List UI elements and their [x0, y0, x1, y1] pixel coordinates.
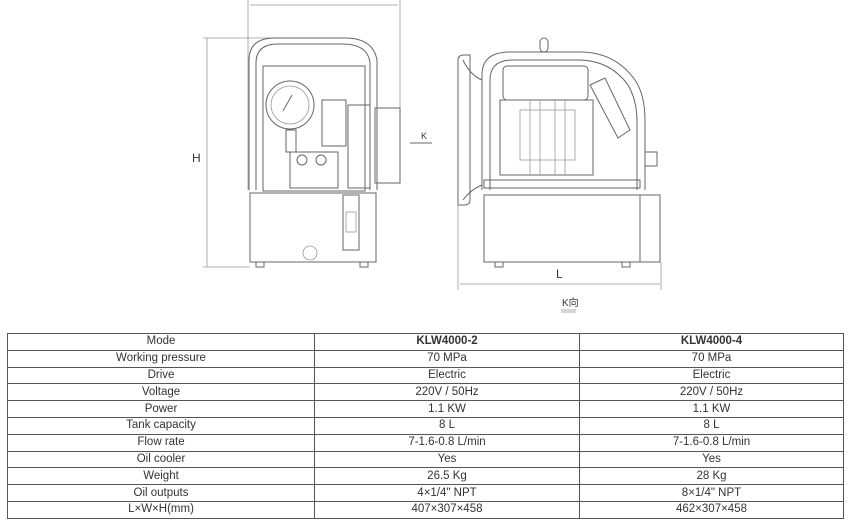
spec-value-cell: 8 L [579, 416, 844, 435]
spec-label-cell: Voltage [7, 383, 315, 402]
header-cell: KLW4000-4 [579, 333, 844, 351]
spec-label-cell: Power [7, 400, 315, 418]
view-caption: K向 [562, 296, 579, 309]
spec-value-cell: 462×307×458 [579, 500, 844, 519]
spec-value-cell: 220V / 50Hz [314, 383, 580, 402]
spec-value-cell: 7-1.6-0.8 L/min [579, 433, 844, 452]
spec-value-cell: 26.5 Kg [314, 467, 580, 486]
spec-value-cell: Yes [314, 450, 580, 469]
spec-value-cell: 220V / 50Hz [579, 383, 844, 402]
view-arrow-label: K [421, 131, 427, 141]
spec-table: Mode KLW4000-2 KLW4000-4 Working pressur… [7, 333, 844, 519]
spec-value-cell: 1.1 KW [579, 400, 844, 418]
spec-value-cell: 1.1 KW [314, 400, 580, 418]
spec-label-cell: Flow rate [7, 433, 315, 452]
spec-label-cell: Weight [7, 467, 315, 486]
length-label: L [556, 267, 563, 281]
spec-value-cell: 8 L [314, 416, 580, 435]
front-view: H K [192, 0, 432, 268]
spec-value-cell: 28 Kg [579, 467, 844, 486]
spec-value-cell: 7-1.6-0.8 L/min [314, 433, 580, 452]
table-header-row: Mode KLW4000-2 KLW4000-4 [7, 333, 844, 351]
spec-label-cell: Oil cooler [7, 450, 315, 469]
spec-value-cell: 70 MPa [579, 349, 844, 368]
spec-value-cell: 70 MPa [314, 349, 580, 368]
spec-value-cell: 407×307×458 [314, 500, 580, 519]
technical-drawing: H K [192, 0, 662, 313]
spec-value-cell: Electric [314, 366, 580, 385]
header-cell: KLW4000-2 [314, 333, 580, 351]
spec-label-cell: Working pressure [7, 349, 315, 368]
spec-value-cell: Electric [579, 366, 844, 385]
spec-value-cell: 4×1/4" NPT [314, 484, 580, 502]
spec-value-cell: 8×1/4" NPT [579, 484, 844, 502]
header-cell: Mode [7, 333, 315, 351]
spec-label-cell: L×W×H(mm) [7, 500, 315, 519]
spec-label-cell: Drive [7, 366, 315, 385]
spec-label-cell: Oil outputs [7, 484, 315, 502]
height-label: H [192, 151, 201, 165]
spec-label-cell: Tank capacity [7, 416, 315, 435]
side-view: L K向 [457, 37, 662, 313]
spec-value-cell: Yes [579, 450, 844, 469]
